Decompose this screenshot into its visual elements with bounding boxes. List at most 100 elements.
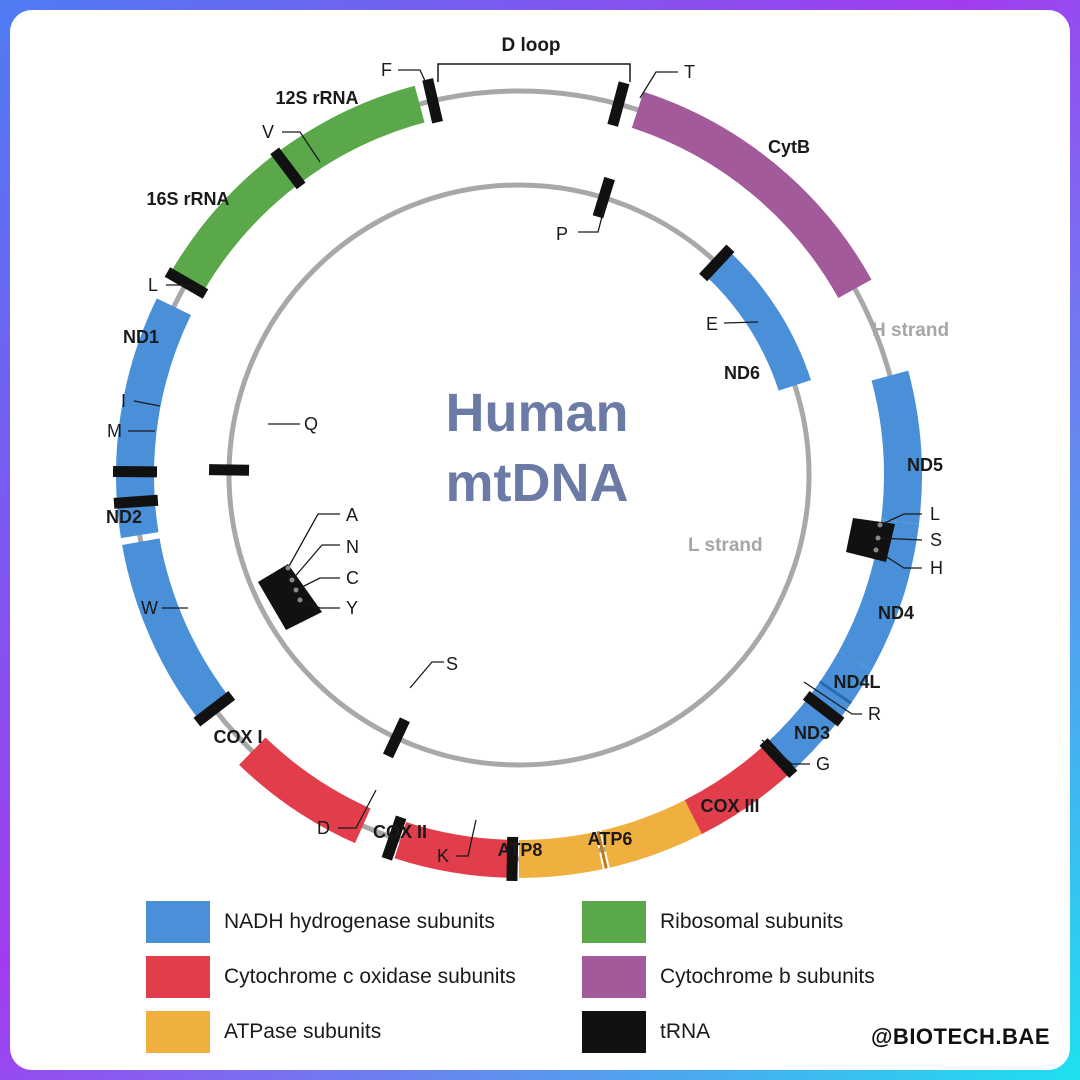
trna-leader-12 bbox=[761, 739, 810, 765]
trna-leader-11 bbox=[456, 819, 477, 857]
trna-label-4: M bbox=[107, 421, 122, 441]
trna-cluster-hsl bbox=[846, 518, 895, 562]
trna-tick-11 bbox=[506, 836, 519, 882]
trna-label-0: F bbox=[381, 60, 392, 80]
trna-tick-19 bbox=[592, 176, 615, 219]
title-line-2: mtDNA bbox=[446, 453, 629, 513]
gene-label-atp8: ATP8 bbox=[498, 840, 543, 860]
trna-tick-21 bbox=[383, 717, 410, 759]
gene-arc-atp6 bbox=[600, 800, 702, 868]
gene-label-nd1: ND1 bbox=[123, 327, 159, 347]
trna-dot-14 bbox=[873, 547, 879, 553]
gene-label-atp6: ATP6 bbox=[588, 829, 633, 849]
trna-dot-7 bbox=[289, 577, 295, 583]
legend-swatch-cox bbox=[146, 956, 210, 998]
legend-swatch-nadh bbox=[146, 901, 210, 943]
legend-swatch-atp bbox=[146, 1011, 210, 1053]
trna-label-11: K bbox=[437, 846, 449, 866]
trna-label-3: I bbox=[121, 391, 126, 411]
legend-swatch-trna bbox=[582, 1011, 646, 1053]
trna-tick-4 bbox=[113, 494, 159, 509]
trna-leader-8 bbox=[295, 577, 340, 591]
trna-dot-8 bbox=[293, 587, 299, 593]
trna-label-1: V bbox=[262, 122, 274, 142]
legend-item-atp: ATPase subunits bbox=[146, 1011, 381, 1053]
gene-arcs bbox=[115, 85, 922, 878]
trna-label-9: Y bbox=[346, 598, 358, 618]
trna-dot-6 bbox=[285, 565, 291, 571]
trna-tick-0 bbox=[422, 78, 443, 124]
gene-label-nd2: ND2 bbox=[106, 507, 142, 527]
trna-leader-14 bbox=[875, 549, 922, 569]
watermark: @BIOTECH.BAE bbox=[870, 1024, 1050, 1049]
trna-leader-13 bbox=[803, 681, 862, 715]
trna-label-14: H bbox=[930, 558, 943, 578]
dloop-label: D loop bbox=[501, 35, 560, 56]
trna-label-13: R bbox=[868, 704, 881, 724]
trna-leader-0 bbox=[398, 69, 433, 97]
trna-dot-15 bbox=[875, 535, 881, 541]
trna-leader-16 bbox=[879, 513, 922, 526]
gene-label-16s-rrna: 16S rRNA bbox=[146, 189, 229, 209]
trna-ticks bbox=[112, 78, 895, 882]
legend-swatch-ribosomal bbox=[582, 901, 646, 943]
trna-label-8: C bbox=[346, 568, 359, 588]
gene-label-cox-i: COX I bbox=[213, 727, 262, 747]
legend-swatch-cytb bbox=[582, 956, 646, 998]
gene-arc-atp8 bbox=[518, 831, 603, 878]
gene-label-cox-ii: COX II bbox=[373, 822, 427, 842]
gene-arc-16s-rrna bbox=[169, 137, 321, 293]
gene-label-cytb: CytB bbox=[768, 137, 810, 157]
trna-label-20: Q bbox=[304, 414, 318, 434]
trna-leaders bbox=[128, 69, 923, 857]
trna-tick-17 bbox=[699, 244, 735, 282]
trna-leader-2 bbox=[166, 284, 205, 293]
gene-label-cox-iii: COX III bbox=[700, 796, 759, 816]
gene-label-nd3: ND3 bbox=[794, 723, 830, 743]
trna-label-15: S bbox=[930, 530, 942, 550]
trna-leader-9 bbox=[299, 599, 340, 609]
trna-label-19: P bbox=[556, 224, 568, 244]
legend-label-cox: Cytochrome c oxidase subunits bbox=[224, 965, 516, 988]
atp-divider bbox=[596, 831, 608, 869]
trna-tick-20 bbox=[208, 464, 250, 476]
trna-label-2: L bbox=[148, 275, 158, 295]
trna-leader-21 bbox=[409, 661, 444, 689]
gene-label-nd5: ND5 bbox=[907, 455, 943, 475]
gene-arc-nd4 bbox=[838, 519, 919, 671]
legend-item-trna: tRNA bbox=[582, 1011, 710, 1053]
legend-label-atp: ATPase subunits bbox=[224, 1020, 382, 1043]
trna-leader-19 bbox=[578, 204, 606, 233]
trna-tick-18 bbox=[607, 81, 630, 127]
trna-dot-16 bbox=[877, 522, 883, 528]
gene-arc-cox-ii bbox=[394, 822, 513, 878]
trna-label-12: G bbox=[816, 754, 830, 774]
trna-leader-6 bbox=[287, 513, 340, 569]
trna-tick-10 bbox=[381, 815, 407, 861]
gene-label-12s-rrna: 12S rRNA bbox=[275, 88, 358, 108]
trna-leader-15 bbox=[877, 537, 923, 541]
title-line-1: Human bbox=[445, 383, 628, 443]
trna-tick-12 bbox=[759, 738, 798, 779]
trna-label-5: W bbox=[141, 598, 158, 618]
l-strand-label: L strand bbox=[688, 535, 763, 556]
trna-label-21: S bbox=[446, 654, 458, 674]
gene-arc-cox-i bbox=[239, 737, 371, 844]
dloop-bracket bbox=[437, 63, 631, 82]
gene-label-nd6: ND6 bbox=[724, 363, 760, 383]
trna-label-16: L bbox=[930, 504, 940, 524]
trna-tick-1 bbox=[270, 147, 306, 190]
trna-dot-9 bbox=[297, 597, 303, 603]
trna-label-7: N bbox=[346, 537, 359, 557]
trna-leader-18 bbox=[639, 71, 678, 99]
trna-label-10: D bbox=[317, 818, 330, 838]
gene-arc-nd2 bbox=[122, 538, 232, 724]
trna-tick-5 bbox=[193, 691, 236, 727]
trna-tick-13 bbox=[802, 691, 845, 727]
legend-label-trna: tRNA bbox=[660, 1020, 711, 1043]
trna-label-17: E bbox=[706, 314, 718, 334]
trna-label-6: A bbox=[346, 505, 358, 525]
legend-item-cytb: Cytochrome b subunits bbox=[582, 956, 875, 998]
